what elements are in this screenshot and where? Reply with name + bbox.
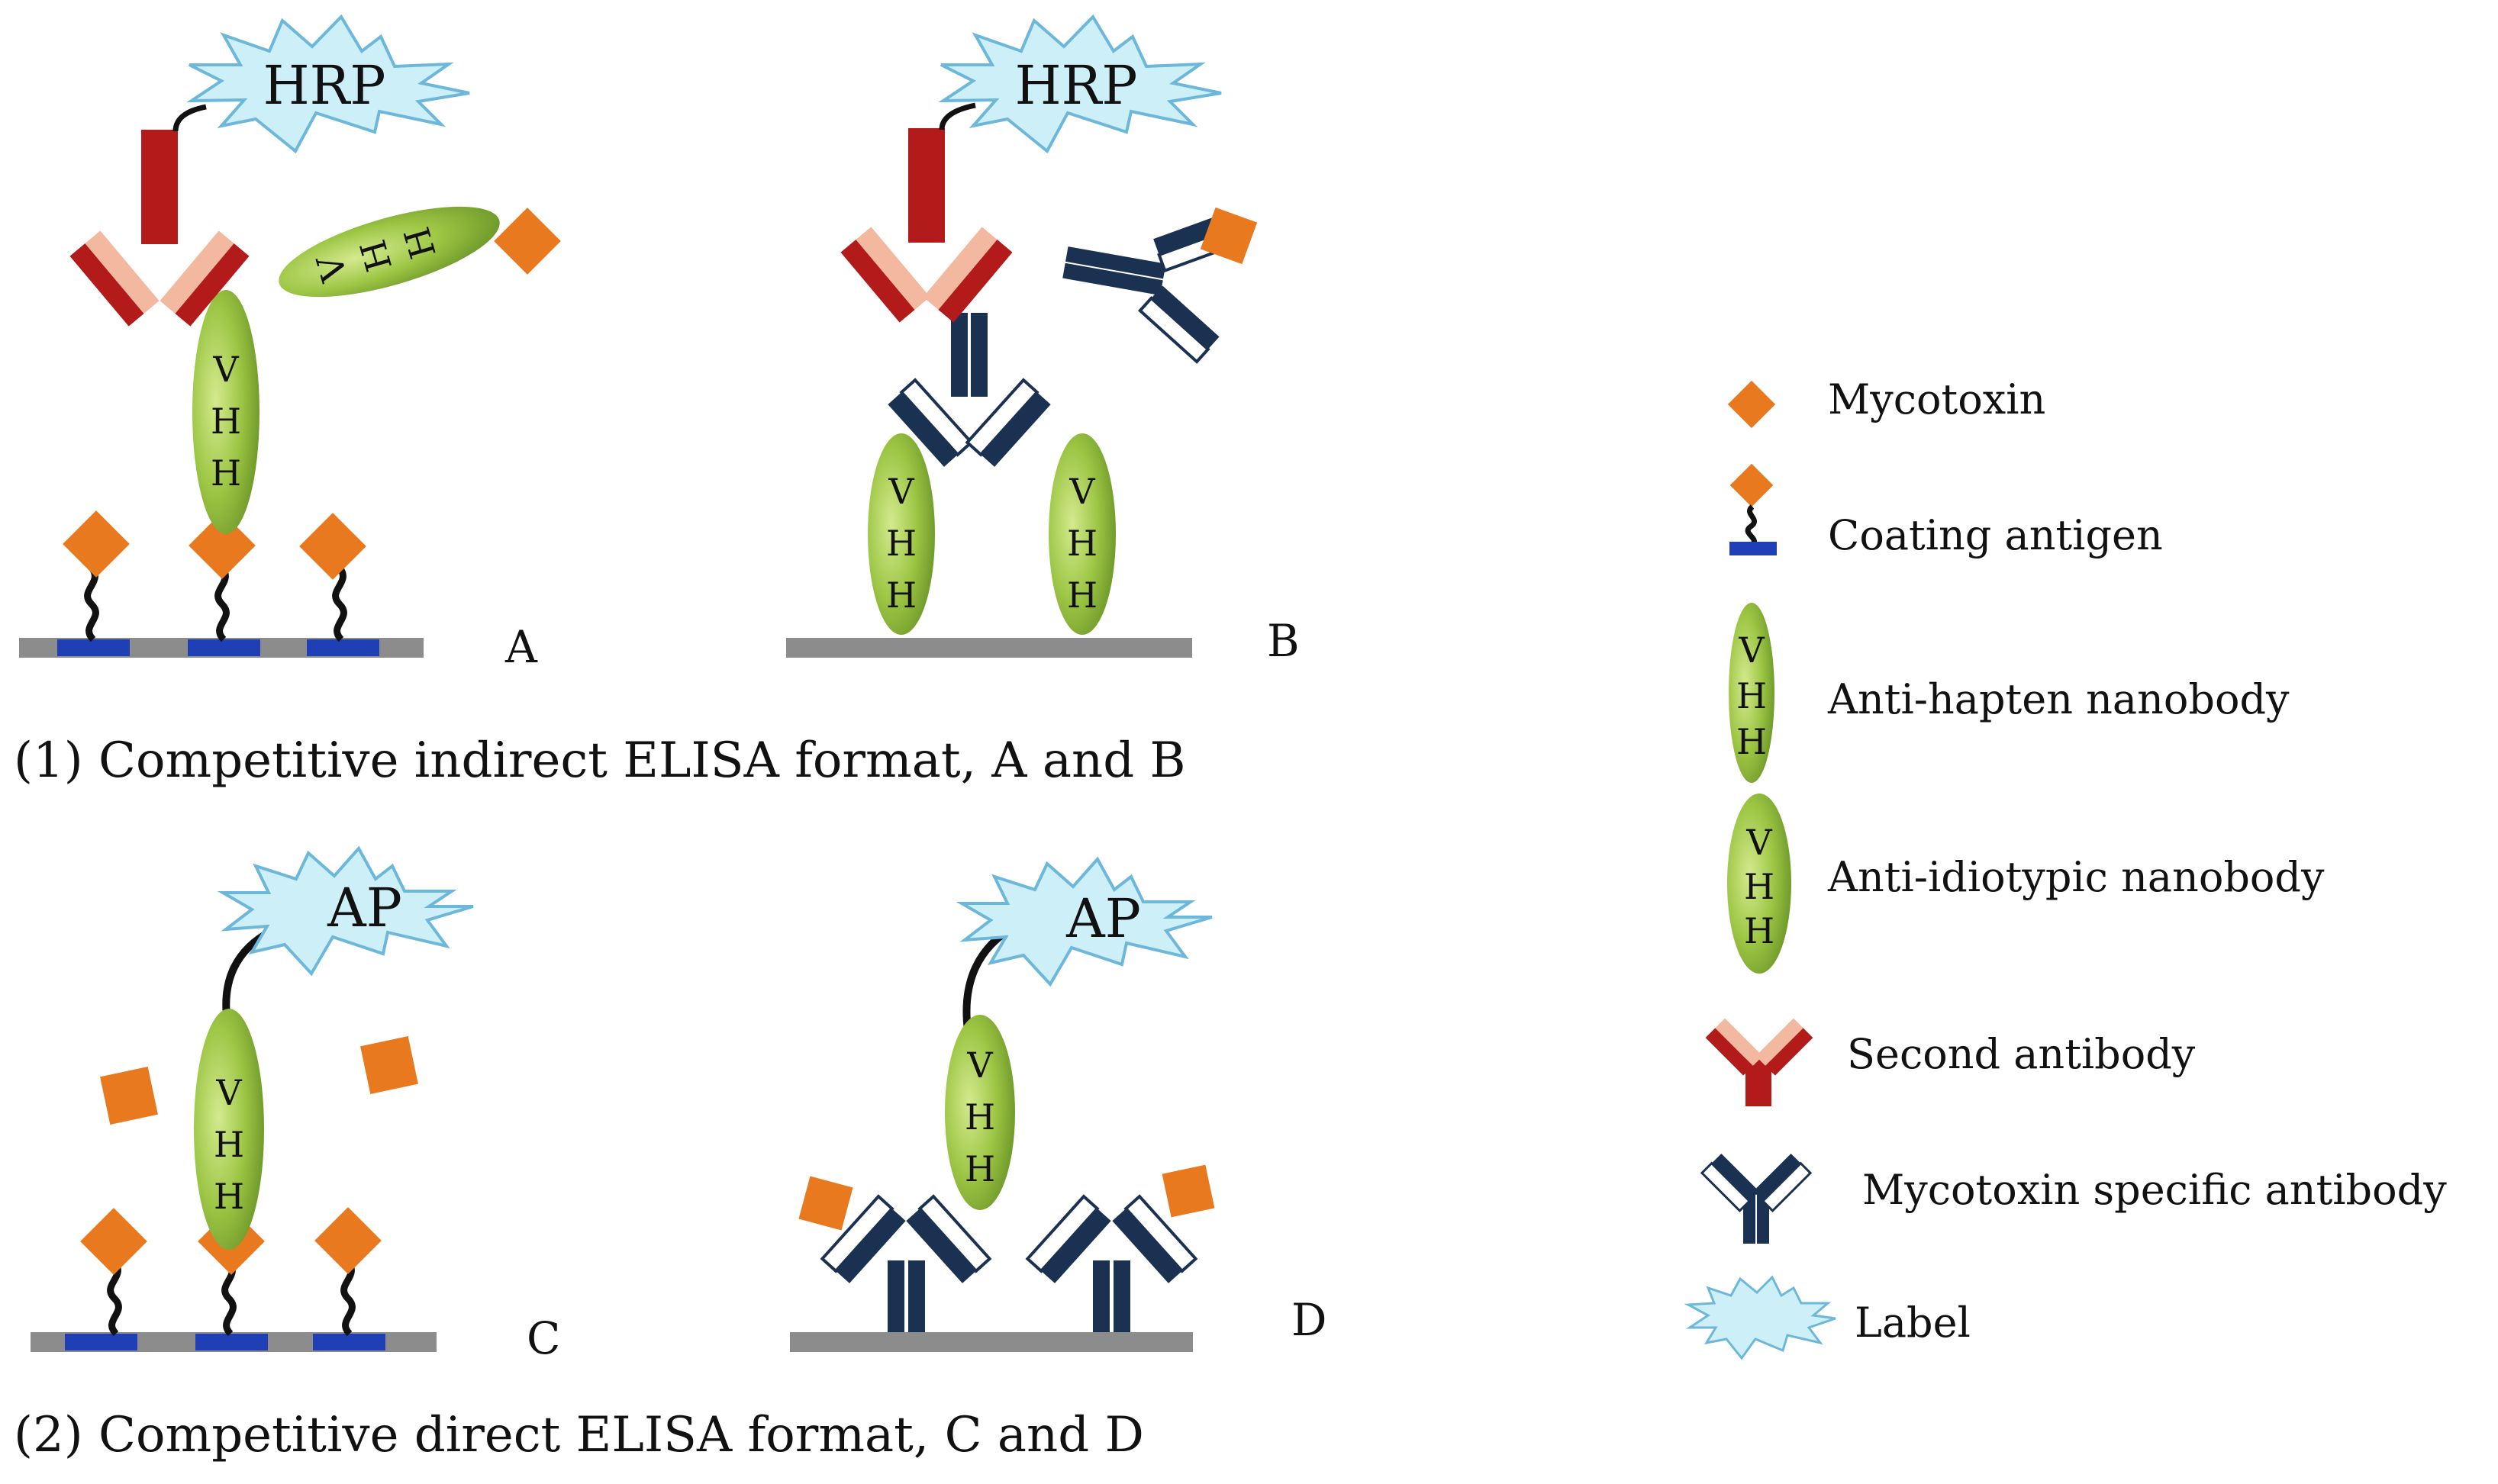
nanobody-letter: H [214,1176,244,1217]
mycotoxin-specific-antibody-icon [1700,1153,1813,1244]
second-antibody-icon [1705,1018,1813,1106]
coating-antigen-icon [1729,463,1777,555]
panel-d: V H H AP D [790,856,1327,1352]
panel-label-d: D [1291,1294,1327,1346]
nanobody-letter: V [966,1045,993,1086]
coating-antigen [188,512,260,656]
nanobody-letter: H [211,401,241,442]
second-antibody [69,130,250,327]
ap-label: AP [217,845,474,977]
nanobody-letter: V [888,471,914,512]
panel-b: V H H V H H [786,14,1300,667]
hrp-tag: HRP [263,54,386,117]
nanobody-letter: H [211,452,241,494]
label-linker [939,102,976,130]
nanobody-letter: V [215,1072,242,1113]
anti-hapten-nanobody: V H H [192,290,259,534]
coating-antigen [57,510,130,656]
legend-label: Second antibody [1847,1030,2196,1078]
mycotoxin-icon [1727,380,1776,429]
ap-tag: AP [1065,887,1141,950]
legend-item-second-antibody: Second antibody [1705,1018,2196,1106]
legend-label: Label [1855,1299,1971,1347]
nanobody-letter: H [965,1096,995,1138]
nanobody-letter: V [1738,629,1765,671]
panel-label-a: A [504,621,538,673]
legend-item-label: Label [1684,1275,1971,1360]
legend-item-anti-idiotypic-nanobody: V H H Anti-idiotypic nanobody [1727,794,2325,974]
anti-idiotypic-nanobody: V H H [1049,433,1116,635]
mycotoxin-specific-antibody [798,1176,992,1332]
free-mycotoxin-specific-antibody [1062,207,1258,364]
surface-d [790,1332,1193,1352]
nanobody-letter: H [1736,721,1767,762]
legend-label: Anti-idiotypic nanobody [1827,853,2325,901]
nanobody-letter: V [1745,822,1772,863]
nanobody-letter: H [1736,675,1767,716]
coating-antigen [299,513,379,656]
panel-a: V H H HRP V H H A [19,14,561,673]
free-nanobody: V H H [279,206,500,298]
nanobody-letter: H [886,523,917,564]
legend-item-mycotoxin: Mycotoxin [1727,375,2045,429]
mycotoxin-specific-antibody [1025,1164,1215,1332]
panel-label-c: C [527,1312,560,1364]
hrp-label: HRP [938,14,1222,154]
legend-label: Coating antigen [1828,511,2163,559]
nanobody-letter: H [1067,523,1098,564]
anti-idiotypic-nanobody-icon: V H H [1727,794,1791,974]
anti-idiotypic-nanobody: V H H [868,433,935,635]
legend-item-coating-antigen: Coating antigen [1729,463,2163,559]
nanobody-letter: V [212,349,239,390]
coating-antigen [65,1208,147,1350]
ap-label: AP [956,856,1213,987]
nanobody-letter: H [886,575,917,616]
anti-hapten-nanobody: V H H [945,1015,1015,1210]
nanobody-letter: H [1744,866,1774,907]
caption-direct: (2) Competitive direct ELISA format, C a… [14,1407,1144,1463]
ap-tag: AP [327,877,402,939]
nanobody-letter: H [214,1124,244,1165]
legend-label: Anti-hapten nanobody [1827,675,2290,723]
legend-item-mycotoxin-specific-antibody: Mycotoxin specific antibody [1700,1153,2447,1244]
legend-label: Mycotoxin [1828,375,2045,423]
surface-b [786,638,1192,658]
legend: Mycotoxin Coating antigen V H H Anti-hap… [1684,375,2447,1360]
label-linker [172,104,207,132]
second-antibody [840,128,1013,323]
anti-hapten-nanobody-icon: V H H [1729,603,1774,783]
nanobody-letter: H [1067,575,1098,616]
mycotoxin-specific-antibody [888,313,1051,467]
nanobody-letter: H [1744,910,1774,951]
hrp-label: HRP [186,14,470,154]
legend-label: Mycotoxin specific antibody [1862,1166,2447,1214]
panel-label-b: B [1267,615,1300,667]
caption-indirect: (1) Competitive indirect ELISA format, A… [14,732,1186,789]
free-mycotoxin [494,208,561,275]
anti-hapten-nanobody: V H H [194,1009,264,1250]
nanobody-letter: V [1068,471,1095,512]
hrp-tag: HRP [1015,54,1138,117]
free-mycotoxin [360,1036,418,1094]
free-mycotoxin [100,1067,158,1125]
nanobody-letter: H [965,1148,995,1189]
legend-item-anti-hapten-nanobody: V H H Anti-hapten nanobody [1729,603,2290,783]
label-star-icon [1684,1275,1836,1360]
panel-c: V H H AP C [31,845,560,1364]
coating-antigen [313,1207,385,1350]
